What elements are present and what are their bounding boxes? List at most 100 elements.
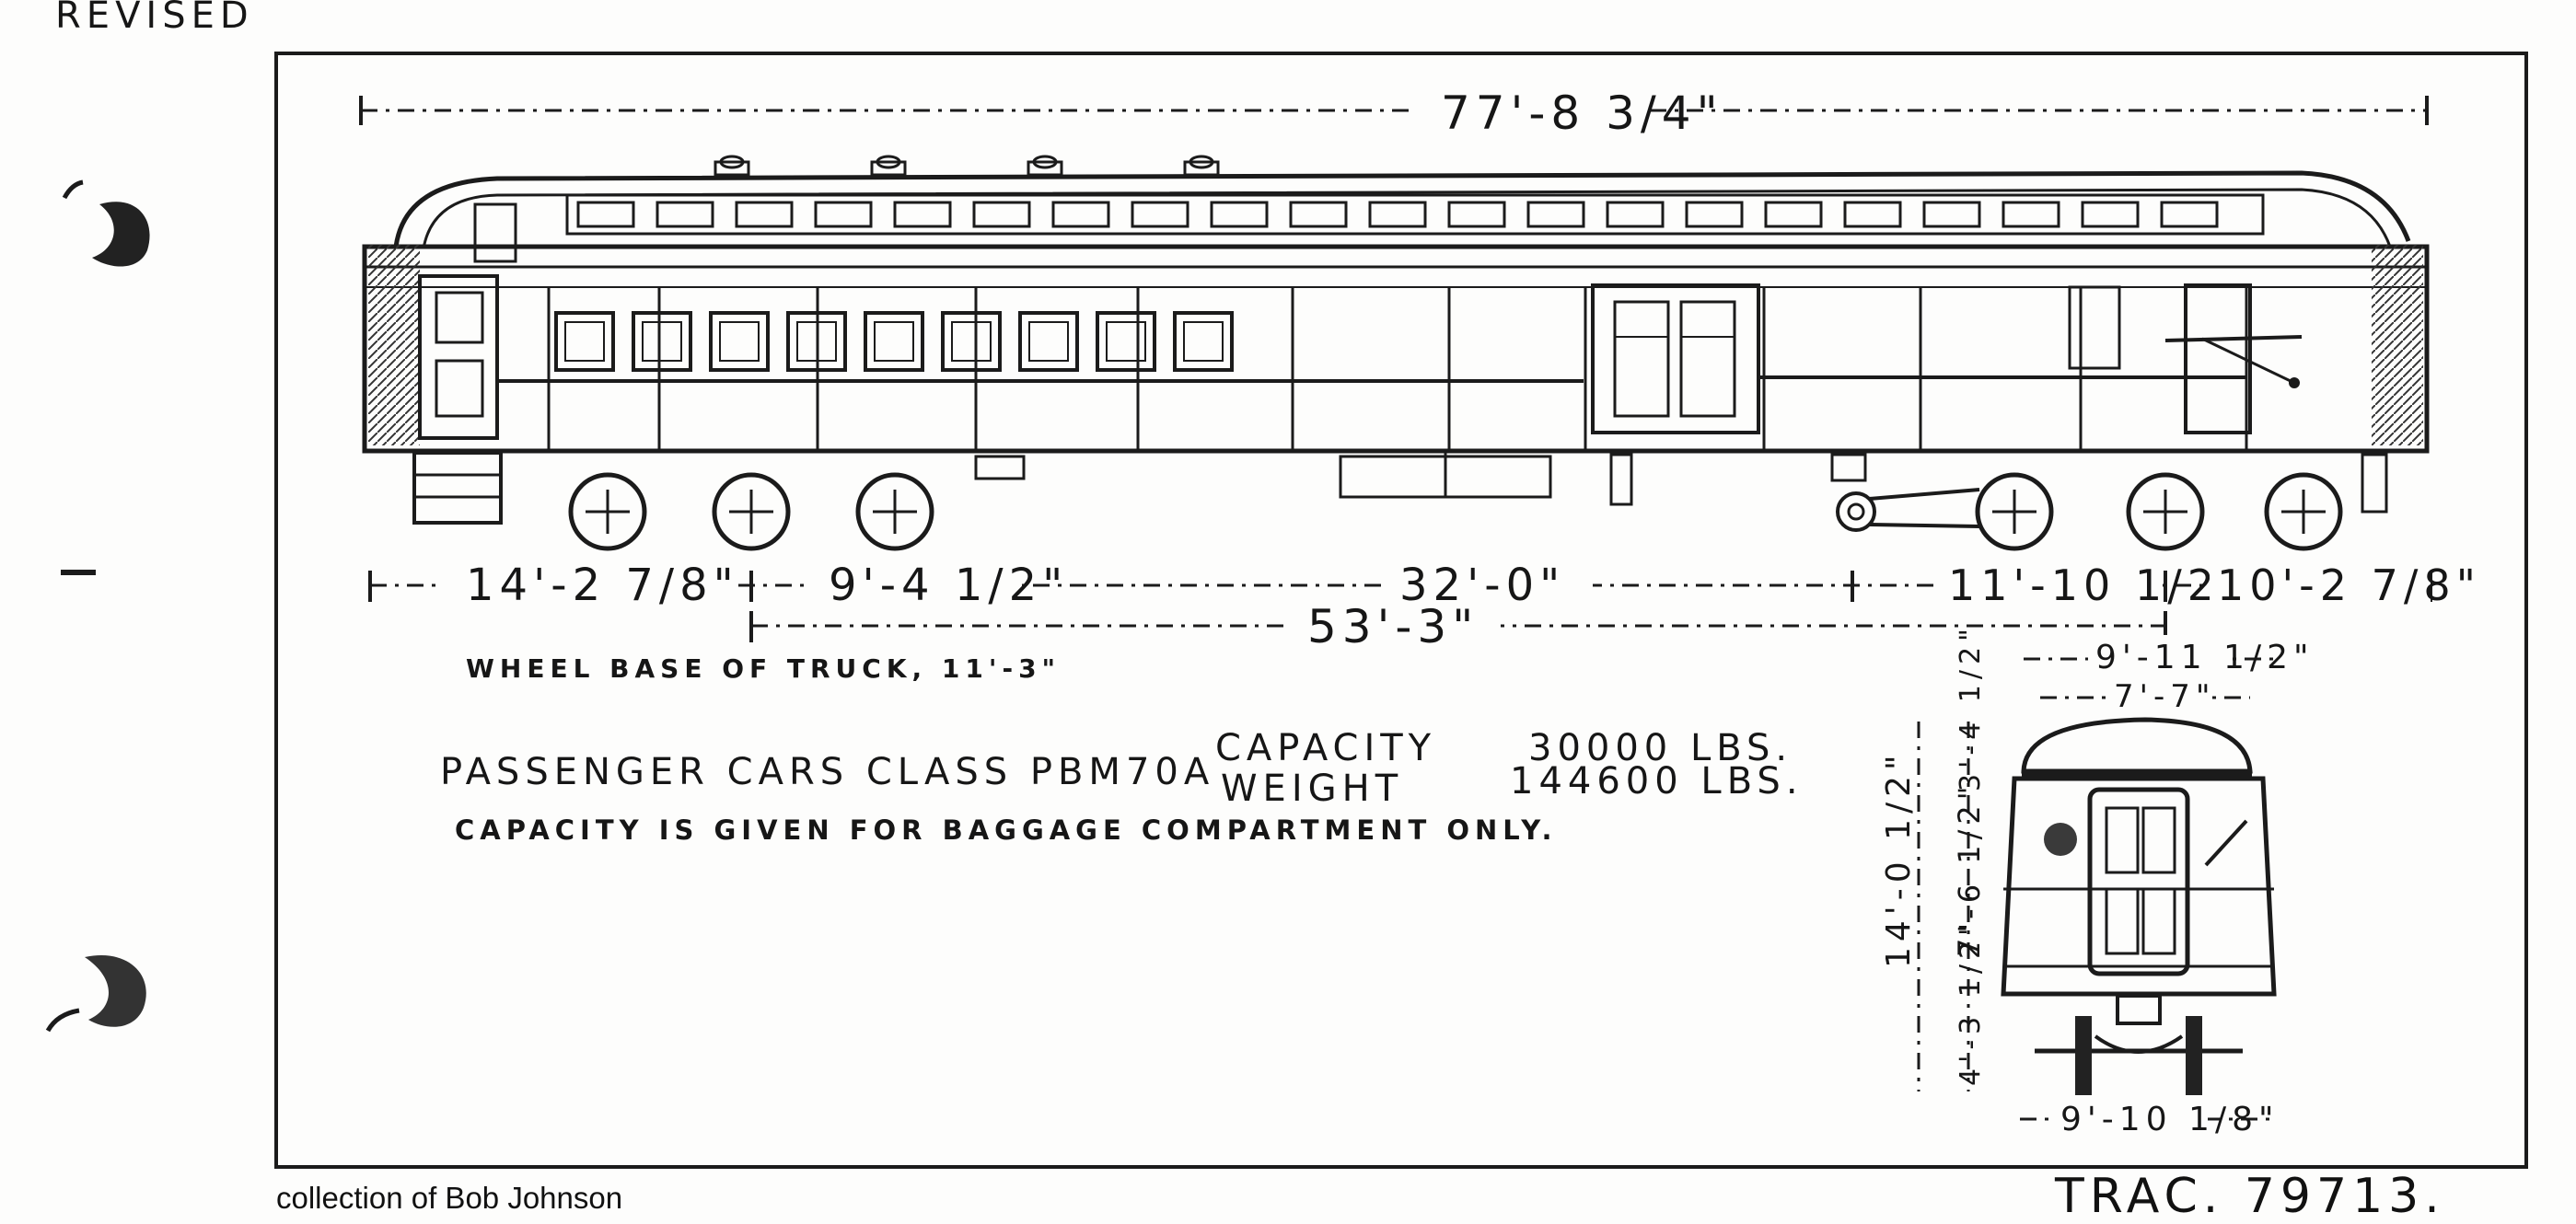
passenger-window [1096, 311, 1156, 372]
passenger-window [1018, 311, 1079, 372]
clerestory-window [576, 201, 635, 228]
marker-lamp [2044, 823, 2077, 856]
header-fragment: REVISED [55, 0, 254, 37]
punch-hole-bottom [85, 955, 146, 1027]
clerestory-windows [576, 201, 2219, 228]
clerestory-window [1606, 201, 1665, 228]
wheel [2126, 472, 2205, 551]
passenger-window [709, 311, 770, 372]
clerestory-window [1289, 201, 1348, 228]
dim-end-width-top: 9'-11 1/2" [2095, 639, 2315, 676]
clerestory-window [2002, 201, 2060, 228]
clerestory-window [1051, 201, 1110, 228]
roof-vent-cap [1032, 155, 1058, 169]
end-elevation: 9'-11 1/2" 7'-7" 14'-0 1/2" 3'-4 1/2" 7'… [1880, 623, 2315, 1139]
roof-vents [714, 155, 1220, 177]
clerestory-window [893, 201, 952, 228]
body-posts [547, 287, 2248, 451]
wheel [855, 472, 934, 551]
punch-mark-top [62, 179, 84, 200]
roof-vent [1183, 160, 1220, 177]
window-sash [642, 321, 682, 362]
roof-vent-cap [1189, 155, 1214, 169]
end-wheel-right [2186, 1016, 2202, 1097]
dim-truck-end-left: 14'-2 7/8" [466, 560, 739, 611]
wheel [568, 472, 647, 551]
wheel [1975, 472, 2054, 551]
end-wheel-left [2075, 1016, 2092, 1097]
window-sash [1028, 321, 1069, 362]
end-coupler [2116, 994, 2162, 1025]
dim-end-body-height: 7'-6 1/2" [1952, 781, 1987, 957]
passenger-window [554, 311, 615, 372]
roof-vent [870, 160, 907, 177]
dim-wheel-spacing-left: 9'-4 1/2" [829, 560, 1068, 611]
window-sash [1183, 321, 1224, 362]
capacity-value: 30000 LBS. [1528, 727, 1793, 769]
roof-vent-cap [876, 155, 901, 169]
side-elevation: 77'-8 3/4" [359, 79, 2481, 653]
punch-mark-bottom [45, 1008, 80, 1033]
clerestory-window [735, 201, 794, 228]
clerestory-window [1447, 201, 1506, 228]
clerestory-window [814, 201, 873, 228]
passenger-window [1173, 311, 1234, 372]
clerestory-window [1764, 201, 1823, 228]
passenger-window [941, 311, 1002, 372]
dim-end-width-bottom: 9'-10 1/8" [2060, 1101, 2280, 1138]
photo-credit: collection of Bob Johnson [276, 1181, 623, 1215]
clerestory-window [2081, 201, 2140, 228]
end-door [2087, 787, 2190, 976]
passenger-window [864, 311, 924, 372]
dim-end-width-inner: 7'-7" [2114, 678, 2216, 715]
car-body [362, 244, 2430, 454]
window-sash [719, 321, 760, 362]
clerestory-window [1843, 201, 1902, 228]
weight-value: 144600 LBS. [1510, 760, 1804, 803]
dim-truck-centers: 53'-3" [1307, 600, 1479, 653]
end-roof [2021, 717, 2253, 774]
roof-vent [714, 160, 750, 177]
dim-end-roof-height: 3'-4 1/2" [1955, 623, 1987, 791]
end-hatching-right [2372, 245, 2423, 445]
roof-vent [1027, 160, 1063, 177]
dim-end-total-height: 14'-0 1/2" [1880, 749, 1918, 968]
dim-wheel-spacing-right: 11'-10 1/2" [1948, 560, 2245, 610]
clerestory-window [2160, 201, 2219, 228]
baggage-door [1591, 283, 1760, 434]
wheels [568, 472, 2343, 551]
wheel-base-note: WHEEL BASE OF TRUCK, 11'-3" [466, 653, 1061, 684]
clerestory-window [1685, 201, 1744, 228]
capacity-label: CAPACITY [1215, 727, 1436, 769]
car-class-title: PASSENGER CARS CLASS PBM70A [440, 751, 1214, 793]
clerestory-window [1922, 201, 1981, 228]
drawing-number: TRAC. 79713. [2055, 1169, 2445, 1224]
capacity-note: CAPACITY IS GIVEN FOR BAGGAGE COMPARTMEN… [455, 814, 1557, 846]
weight-label: WEIGHT [1221, 768, 1403, 810]
window-sash [874, 321, 914, 362]
overall-length-label: 77'-8 3/4" [1441, 87, 1723, 140]
entry-steps-left [412, 451, 503, 525]
dim-truck-end-right: 10'-2 7/8" [2217, 560, 2481, 610]
end-hatching-left [368, 245, 420, 445]
clerestory [565, 193, 2265, 236]
handbrake [2164, 335, 2303, 342]
vestibule-door-right [2184, 283, 2252, 434]
window-sash [564, 321, 605, 362]
clerestory-window [1210, 201, 1269, 228]
dim-end-floor-height: 4'-3 1/2" [1955, 918, 1987, 1086]
window-sash [1106, 321, 1146, 362]
dim-center-span: 32'-0" [1399, 560, 1565, 611]
clerestory-window [1131, 201, 1189, 228]
passenger-window [632, 311, 692, 372]
punch-hole-top [92, 202, 150, 267]
passenger-windows [554, 311, 1234, 372]
sheet-border [274, 52, 2528, 1169]
clerestory-window [1526, 201, 1585, 228]
clerestory-window [1368, 201, 1427, 228]
clerestory-window [656, 201, 714, 228]
car-roof [393, 170, 2411, 248]
wheel [712, 472, 791, 551]
